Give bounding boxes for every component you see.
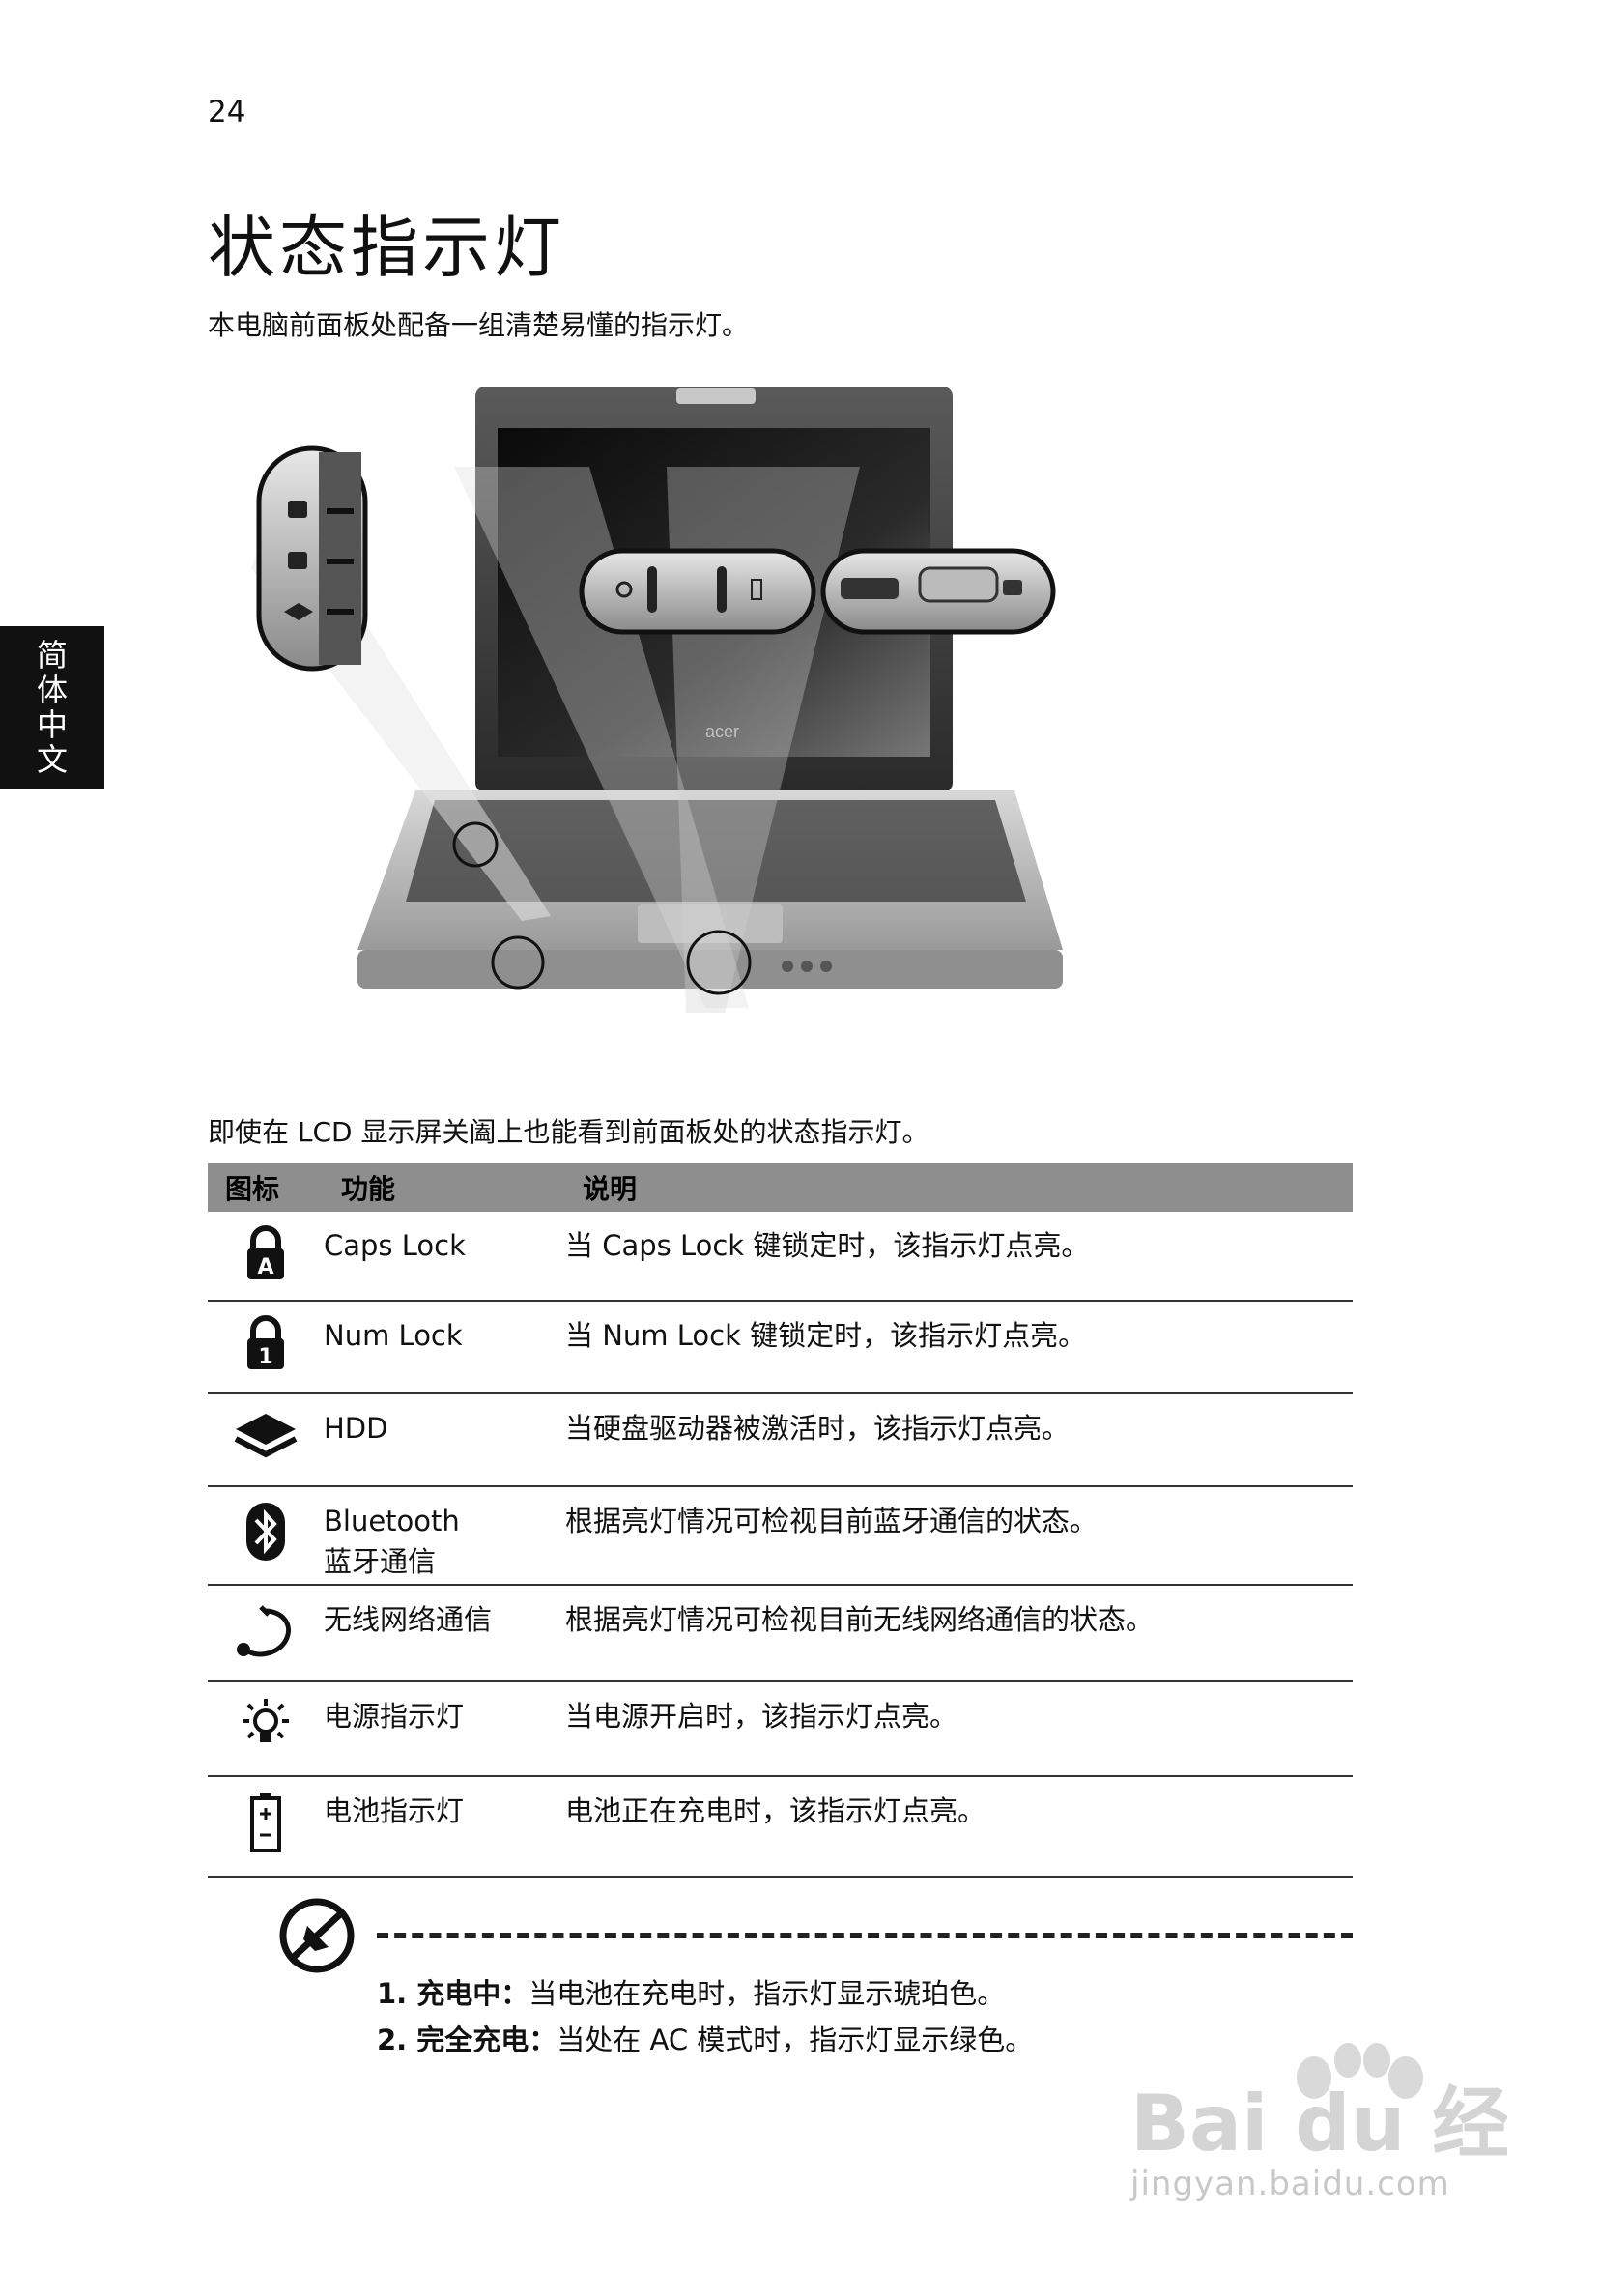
watermark-url: jingyan.baidu.com [1130,2165,1450,2203]
svg-text:A: A [257,1255,273,1279]
note-icon [279,1898,355,1973]
description-text: 当硬盘驱动器被激活时，该指示灯点亮。 [565,1412,1071,1445]
table-row: Bluetooth 蓝牙通信 根据亮灯情况可检视目前蓝牙通信的状态。 [208,1486,1353,1586]
language-label: 简体中文 [36,637,68,778]
table-row: HDD 当硬盘驱动器被激活时，该指示灯点亮。 [208,1393,1353,1487]
table-row: 无线网络通信 根据亮灯情况可检视目前无线网络通信的状态。 [208,1585,1353,1682]
hdd-icon [234,1414,298,1458]
function-label: 无线网络通信 [324,1603,493,1636]
note-text: 当电池在充电时，指示灯显示琥珀色。 [529,1977,1006,2010]
lcd-note: 即使在 LCD 显示屏关阖上也能看到前面板处的状态指示灯。 [208,1116,929,1148]
function-sublabel: 蓝牙通信 [324,1545,437,1578]
watermark-brand: Bai du 经验 [1130,2079,1507,2165]
description-text: 根据亮灯情况可检视目前无线网络通信的状态。 [565,1603,1155,1636]
laptop-figure: acer [251,387,1063,1013]
table-row: A Caps Lock 当 Caps Lock 键锁定时，该指示灯点亮。 [208,1212,1353,1302]
function-label: Num Lock [324,1319,463,1352]
header-icon: 图标 [208,1163,324,1212]
table-row: 1 Num Lock 当 Num Lock 键锁定时，该指示灯点亮。 [208,1301,1353,1394]
description-text: 当 Caps Lock 键锁定时，该指示灯点亮。 [565,1229,1090,1262]
note-label: 1. 充电中： [377,1977,529,2010]
function-label: 电源指示灯 [324,1700,465,1733]
power-icon [243,1699,289,1742]
header-function: 功能 [324,1163,565,1212]
table-header-row: 图标 功能 说明 [208,1163,1353,1212]
bluetooth-icon [246,1503,285,1561]
page-number: 24 [208,95,246,129]
description-text: 电池正在充电时，该指示灯点亮。 [565,1794,986,1827]
page-title: 状态指示灯 [208,208,565,287]
wireless-icon [237,1605,291,1657]
function-label: 电池指示灯 [324,1794,465,1827]
note-text: 当处在 AC 模式时，指示灯显示绿色。 [557,2023,1034,2056]
table-row: 电源指示灯 当电源开启时，该指示灯点亮。 [208,1681,1353,1777]
baidu-watermark-logo: Bai du 经验 [1130,2043,1507,2165]
header-description: 说明 [565,1163,1353,1212]
acer-logo: acer [705,722,739,741]
function-label: Bluetooth [324,1505,460,1537]
note-divider [377,1933,1353,1938]
caps-lock-icon: A [247,1225,284,1279]
note-item: 2. 完全充电：当处在 AC 模式时，指示灯显示绿色。 [377,2018,1033,2058]
language-side-tab: 简体中文 [0,626,104,789]
description-text: 根据亮灯情况可检视目前蓝牙通信的状态。 [565,1505,1099,1537]
function-label: HDD [324,1412,388,1445]
note-item: 1. 充电中：当电池在充电时，指示灯显示琥珀色。 [377,1971,1005,2012]
description-text: 当 Num Lock 键锁定时，该指示灯点亮。 [565,1319,1087,1352]
intro-text: 本电脑前面板处配备一组清楚易懂的指示灯。 [208,309,750,341]
table-row: 电池指示灯 电池正在充电时，该指示灯点亮。 [208,1776,1353,1878]
battery-icon [250,1793,281,1852]
function-label: Caps Lock [324,1229,466,1262]
num-lock-icon: 1 [247,1315,284,1369]
note-label: 2. 完全充电： [377,2023,557,2056]
svg-text:1: 1 [258,1345,272,1369]
indicator-table: 图标 功能 说明 A Caps Lock 当 Caps Lock 键锁定时，该指… [208,1163,1353,1878]
description-text: 当电源开启时，该指示灯点亮。 [565,1700,958,1733]
